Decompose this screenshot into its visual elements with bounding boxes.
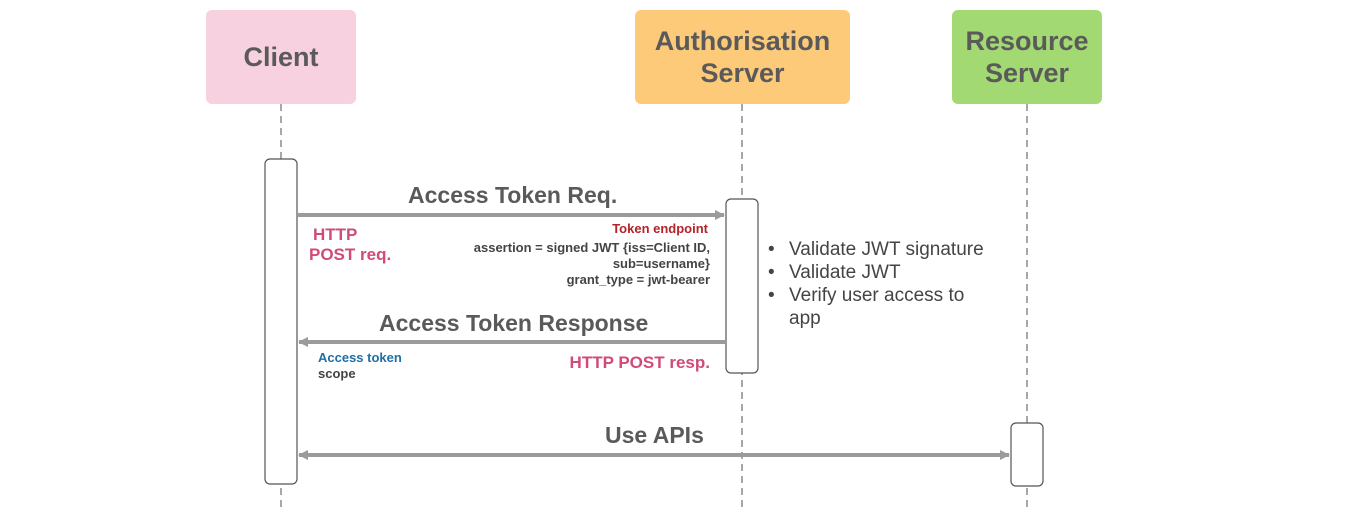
- actor-authorisation-server: Authorisation Server: [635, 10, 850, 104]
- http-post-request-line2: POST req.: [309, 245, 392, 264]
- note-text: Validate JWT signature: [789, 239, 984, 260]
- bullet-icon: •: [768, 285, 775, 306]
- actor-client: Client: [206, 10, 356, 104]
- activation-authorisation-server: [725, 198, 759, 374]
- authorisation-server-notes: • Validate JWT signature • Validate JWT …: [768, 238, 998, 330]
- actor-authorisation-server-label: Authorisation Server: [654, 26, 831, 88]
- access-token-response-title: Access Token Response: [379, 310, 649, 336]
- use-apis-title: Use APIs: [605, 422, 704, 448]
- token-endpoint-label: Token endpoint: [612, 221, 708, 236]
- grant-type-param: grant_type = jwt-bearer: [566, 272, 710, 287]
- note-text: Verify user access to app: [789, 285, 965, 329]
- http-post-request-line1: HTTP: [313, 225, 358, 244]
- actor-resource-server: Resource Server: [952, 10, 1102, 104]
- access-token-request-title: Access Token Req.: [408, 182, 618, 208]
- note-item: • Validate JWT signature: [768, 238, 998, 261]
- bullet-icon: •: [768, 239, 775, 260]
- bullet-icon: •: [768, 262, 775, 283]
- scope-label: scope: [318, 366, 356, 381]
- actor-resource-server-label: Resource Server: [965, 26, 1089, 88]
- activation-client: [264, 158, 298, 485]
- http-post-response-label: HTTP POST resp.: [569, 353, 710, 372]
- note-item: • Verify user access to app: [768, 284, 998, 330]
- assertion-param: assertion = signed JWT {iss=Client ID,: [473, 240, 710, 255]
- assertion-sub-param: sub=username}: [612, 256, 710, 271]
- actor-client-label: Client: [243, 42, 319, 72]
- activation-resource-server: [1010, 422, 1044, 487]
- note-item: • Validate JWT: [768, 261, 998, 284]
- access-token-label: Access token: [318, 350, 402, 365]
- note-text: Validate JWT: [789, 262, 901, 283]
